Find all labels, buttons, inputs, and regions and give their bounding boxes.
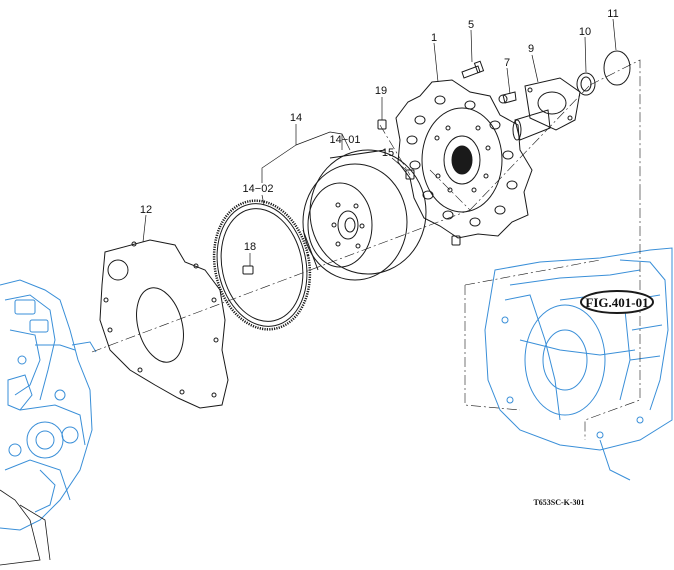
callout-7: 7: [504, 57, 510, 69]
part-15-pin: [405, 169, 461, 246]
callout-10: 10: [579, 26, 591, 38]
part-11-o-ring: [603, 50, 631, 86]
part-18-bolt: [242, 265, 254, 275]
callout-5: 5: [468, 19, 474, 31]
part-1-drive-plate: [395, 79, 533, 239]
callout-18: 18: [244, 241, 256, 253]
callout-11: 11: [607, 8, 618, 20]
callout-12: 12: [140, 204, 152, 216]
engine-lower-block: [0, 489, 51, 566]
part-14-02-ring-gear: [212, 199, 312, 331]
callout-14-01: 14−01: [330, 134, 361, 146]
figure-reference-badge[interactable]: FIG.401-01: [580, 290, 654, 314]
drawing-number: T653SC-K-301: [533, 498, 584, 507]
callout-1: 1: [431, 32, 437, 44]
part-9-pilot-housing: [512, 77, 581, 141]
callout-15: 15: [382, 147, 394, 159]
engine-block-drawing: [0, 279, 97, 531]
part-7-bolt: [498, 91, 517, 104]
transmission-housing-drawing: [484, 247, 673, 481]
part-5-bolt: [461, 60, 485, 79]
part-14-01-flywheel: [302, 149, 427, 281]
callout-14-02: 14−02: [243, 183, 274, 195]
figure-reference-label: FIG.401-01: [585, 295, 648, 310]
part-10-seal: [576, 72, 596, 96]
part-19-pin: [377, 119, 387, 130]
callout-14: 14: [290, 112, 302, 124]
leader-lines: [142, 18, 617, 266]
drive-plate-holes: [406, 95, 518, 227]
part-12-housing-plate: [99, 239, 229, 409]
callout-labels: 1 5 7 9 10 11 12 14 14−01 14−02 15 18 19: [140, 8, 619, 253]
callout-19: 19: [375, 85, 387, 97]
callout-9: 9: [528, 43, 534, 55]
